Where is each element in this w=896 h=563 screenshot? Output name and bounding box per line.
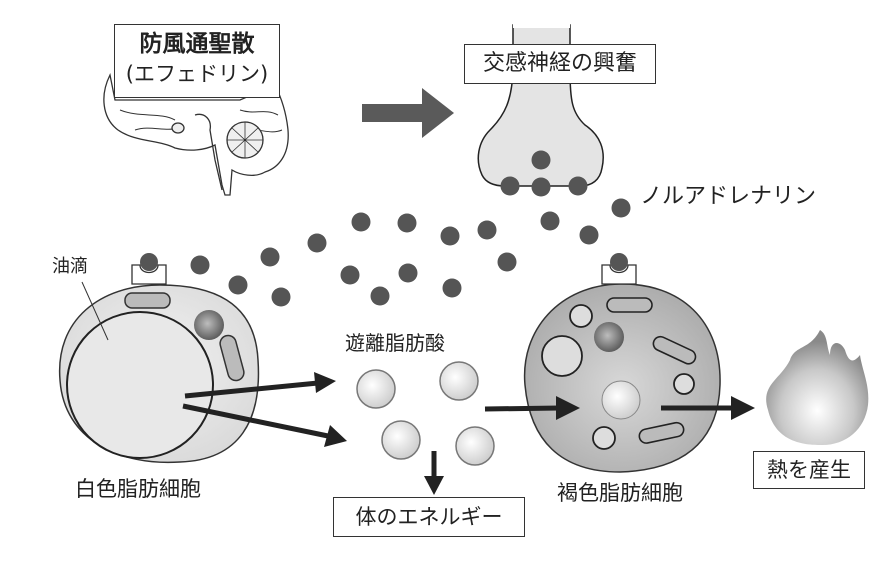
noradrenaline-label: ノルアドレナリン <box>640 184 817 209</box>
noradrenaline-dot <box>531 150 551 170</box>
brain-illustration <box>103 73 289 196</box>
noradrenaline-dot <box>500 176 520 196</box>
oil-droplet-pointer <box>81 281 109 341</box>
noradrenaline-dots <box>190 150 631 307</box>
noradrenaline-dot <box>370 286 390 306</box>
receptor-brown-cell <box>601 253 637 285</box>
oil-droplet-label: 油滴 <box>52 256 88 277</box>
flow-arrows <box>182 372 755 495</box>
heat-production-label: 熱を産生 <box>767 458 851 482</box>
body-energy-label: 体のエネルギー <box>355 505 503 529</box>
mitochondrion <box>219 334 245 382</box>
flame-icon <box>766 330 869 446</box>
noradrenaline-dot <box>477 220 497 240</box>
fatty-acid-ball <box>455 426 495 466</box>
noradrenaline-dot <box>228 275 248 295</box>
free-fatty-acid-balls <box>356 361 495 466</box>
noradrenaline-dot <box>497 252 517 272</box>
arrow-to-brown-cell <box>484 396 580 420</box>
arrow-to-heat <box>661 396 755 420</box>
oil-droplet <box>66 311 214 459</box>
white-fat-cell-label: 白色脂肪細胞 <box>75 477 201 501</box>
brown-fat-cell <box>523 283 721 473</box>
receptor-white-cell <box>131 253 167 285</box>
fatty-acid-ball <box>381 420 421 460</box>
heat-production-box: 熱を産生 <box>753 451 865 489</box>
arrow-to-ffa-lower <box>182 403 347 447</box>
noradrenaline-dot <box>340 265 360 285</box>
sympathetic-label-box: 交感神経の興奮 <box>464 44 656 84</box>
body-energy-box: 体のエネルギー <box>333 497 525 537</box>
noradrenaline-dot <box>440 226 460 246</box>
noradrenaline-dot <box>190 255 210 275</box>
noradrenaline-dot <box>351 212 371 232</box>
nucleus <box>194 310 224 340</box>
arrow-to-energy <box>424 451 444 495</box>
mitochondrion <box>124 292 171 309</box>
noradrenaline-dot <box>579 225 599 245</box>
noradrenaline-dot <box>307 233 327 253</box>
big-arrow-right <box>362 88 454 138</box>
noradrenaline-dot <box>271 287 291 307</box>
noradrenaline-dot <box>442 278 462 298</box>
noradrenaline-dot <box>397 213 417 233</box>
white-fat-cell <box>58 281 260 464</box>
noradrenaline-dot <box>398 263 418 283</box>
drug-label-box: 防風通聖散 (エフェドリン) <box>114 24 280 98</box>
arrow-to-ffa-upper <box>184 372 336 399</box>
brown-fat-cell-label: 褐色脂肪細胞 <box>557 481 683 505</box>
fatty-acid-ball <box>356 369 396 409</box>
noradrenaline-dot <box>260 247 280 267</box>
noradrenaline-dot <box>540 211 560 231</box>
drug-component: (エフェドリン) <box>125 62 269 87</box>
noradrenaline-dot <box>568 176 588 196</box>
noradrenaline-dot <box>611 198 631 218</box>
sympathetic-label: 交感神経の興奮 <box>482 51 637 76</box>
free-fatty-acid-label: 遊離脂肪酸 <box>345 331 445 355</box>
fatty-acid-ball <box>439 361 479 401</box>
noradrenaline-dot <box>531 177 551 197</box>
drug-name: 防風通聖散 <box>139 31 255 57</box>
